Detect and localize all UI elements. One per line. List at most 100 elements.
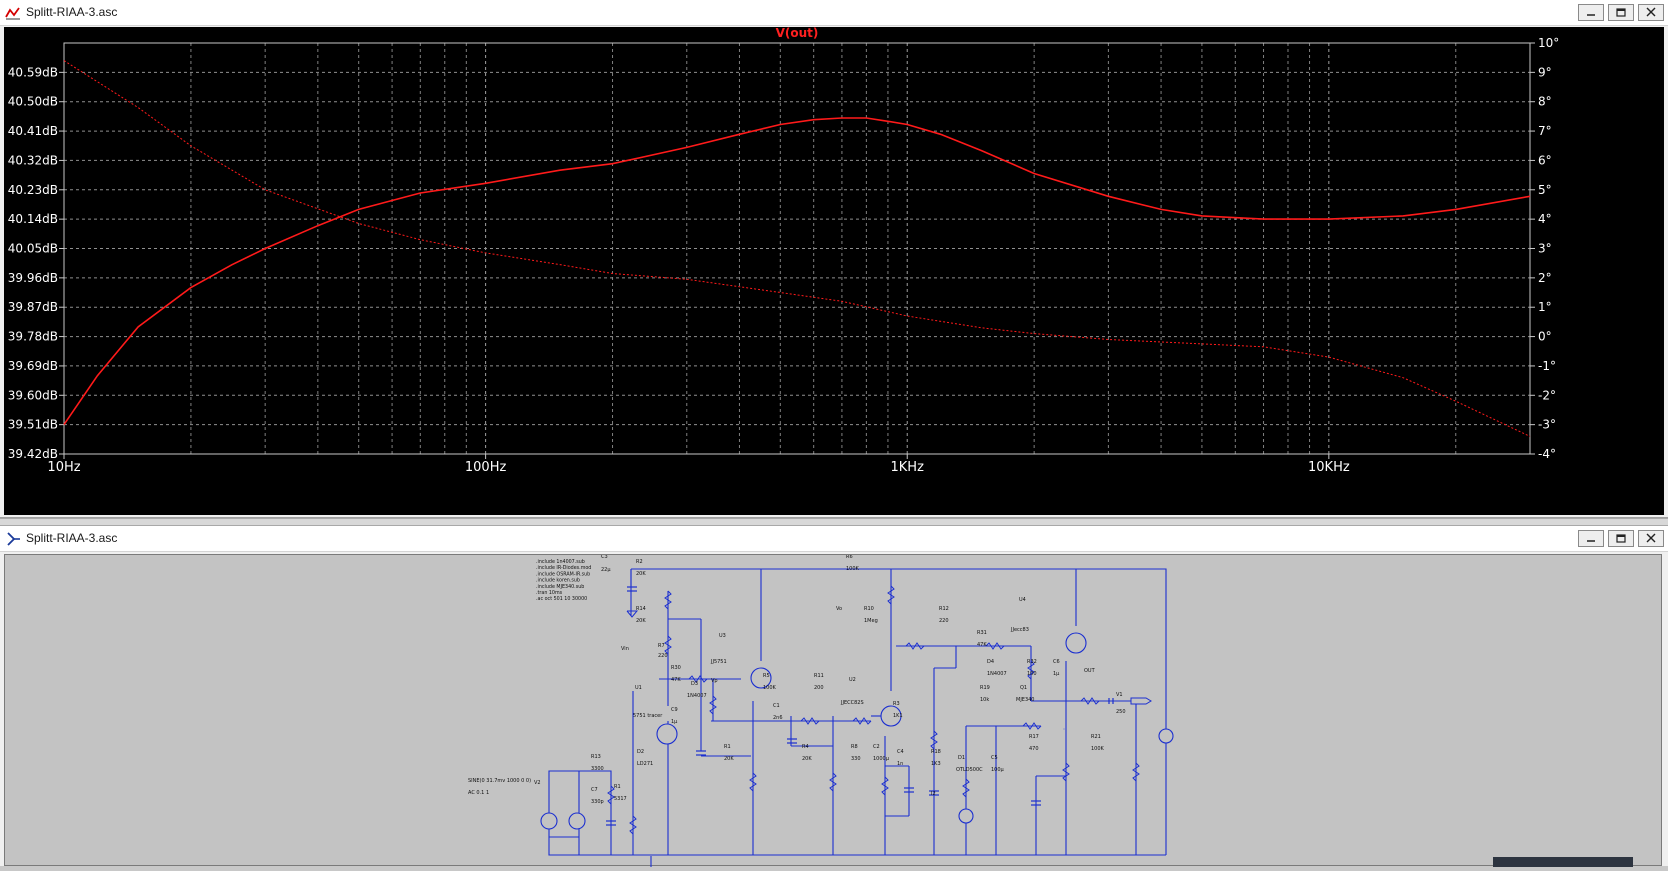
- circuit-schematic[interactable]: R2220KC322µR220KR6100KR1420KVoR101MegR12…: [5, 555, 1663, 867]
- y-tick-label: 40.50dB: [8, 95, 58, 109]
- component-label: 20K: [724, 756, 734, 762]
- y2-tick-label: 2°: [1538, 271, 1552, 285]
- component-label: C5: [991, 755, 998, 761]
- y2-tick-label: -3°: [1538, 418, 1556, 432]
- spice-directives: .include 1n4007.sub.include IR-Diodes.mo…: [536, 559, 591, 602]
- schematic-window-titlebar[interactable]: Splitt-RIAA-3.asc: [0, 526, 1668, 552]
- close-button[interactable]: [1638, 4, 1664, 21]
- component-label: 1Meg: [864, 618, 878, 624]
- component-label: R3: [893, 701, 900, 707]
- schematic-window[interactable]: Splitt-RIAA-3.asc: [0, 526, 1668, 866]
- component-label: 330p: [591, 799, 604, 805]
- component-label: OTLD500C: [956, 767, 983, 773]
- component-label: R14: [636, 606, 646, 612]
- y-tick-label: 40.59dB: [8, 65, 58, 79]
- component-label: 100µ: [991, 767, 1005, 773]
- component-label: 200: [814, 685, 824, 691]
- component-labels: R2220KC322µR220KR6100KR1420KVoR101MegR12…: [468, 555, 1126, 805]
- component-label: C7: [591, 787, 598, 793]
- component-label: D3: [691, 681, 698, 687]
- component-label: U4: [1019, 597, 1026, 603]
- component-label: R1: [724, 744, 731, 750]
- component-label: 1K3: [931, 761, 941, 767]
- component-label: 250: [1116, 709, 1126, 715]
- plot-window-title: Splitt-RIAA-3.asc: [26, 5, 117, 19]
- y2-tick-label: 0°: [1538, 330, 1552, 344]
- y2-tick-label: 9°: [1538, 65, 1552, 79]
- x-tick-label: 1KHz: [891, 460, 925, 475]
- component-label: R6: [846, 555, 853, 560]
- y2-tick-label: -2°: [1538, 388, 1556, 402]
- component-label: R1: [614, 784, 621, 790]
- waveform-app-icon: [5, 5, 21, 21]
- component-label: R7: [658, 643, 665, 649]
- schematic-restore-button[interactable]: [1608, 530, 1634, 547]
- y2-tick-label: 5°: [1538, 183, 1552, 197]
- component-label: 1N4007: [987, 671, 1007, 677]
- close-icon: [1639, 531, 1663, 546]
- component-label: AC 0.1 1: [468, 790, 489, 796]
- plot-window-titlebar[interactable]: Splitt-RIAA-3.asc: [0, 0, 1668, 26]
- component-label: R32: [1027, 659, 1037, 665]
- spice-directive: .tran 10ms: [536, 590, 563, 596]
- component-label: C2: [873, 744, 880, 750]
- component-label: 100K: [846, 566, 860, 572]
- schematic-window-title: Splitt-RIAA-3.asc: [26, 531, 117, 545]
- y-tick-label: 39.60dB: [8, 388, 58, 402]
- component-label: V1: [1116, 692, 1123, 698]
- component-label: 1N4007: [687, 693, 707, 699]
- component-label: 1µ: [671, 719, 678, 725]
- component-label: 470: [1029, 746, 1039, 752]
- component-label: Vo: [836, 606, 842, 612]
- bode-plot-chart[interactable]: 39.42dB39.51dB39.60dB39.69dB39.78dB39.87…: [4, 27, 1664, 515]
- component-label: Q1: [1020, 685, 1027, 691]
- component-label: D1: [958, 755, 965, 761]
- minimize-icon: [1579, 531, 1603, 546]
- restore-button[interactable]: [1608, 4, 1634, 21]
- y-tick-label: 39.96dB: [8, 271, 58, 285]
- component-label: 220: [658, 653, 668, 659]
- schematic-close-button[interactable]: [1638, 530, 1664, 547]
- y-tick-label: 40.41dB: [8, 124, 58, 138]
- component-label: R31: [977, 630, 987, 636]
- circuit-components: [541, 633, 1173, 829]
- schematic-minimize-button[interactable]: [1578, 530, 1604, 547]
- component-label: 1000µ: [873, 756, 890, 762]
- component-label: 100: [1027, 671, 1037, 677]
- component-label: C3: [601, 555, 608, 560]
- y2-tick-label: -1°: [1538, 359, 1556, 373]
- out-port: [1131, 698, 1151, 704]
- schematic-app-icon: [5, 531, 21, 547]
- component-label: 22µ: [601, 567, 611, 573]
- component-label: R5: [763, 673, 770, 679]
- component-label: C9: [671, 707, 678, 713]
- schematic-canvas[interactable]: R2220KC322µR220KR6100KR1420KVoR101MegR12…: [4, 554, 1662, 866]
- plot-window[interactable]: Splitt-RIAA-3.asc 39.42dB 39.51dB 39.60dB 3…: [0, 0, 1668, 518]
- component-label: R12: [939, 606, 949, 612]
- component-label: SINE(0 31.7mv 1000 0 0): [468, 778, 531, 784]
- y2-tick-label: 4°: [1538, 212, 1552, 226]
- restore-icon: [1609, 5, 1633, 20]
- y2-tick-label: 7°: [1538, 124, 1552, 138]
- spice-directive: .include MJE340.sub: [536, 584, 584, 590]
- y-tick-label: 39.42dB: [8, 447, 58, 461]
- y-tick-label: 40.14dB: [8, 212, 58, 226]
- component-label: Vp: [711, 678, 718, 684]
- minimize-button[interactable]: [1578, 4, 1604, 21]
- component-label: JJECC82S: [840, 700, 864, 706]
- component-label: LD271: [637, 761, 653, 767]
- magnitude-trace: [64, 118, 1530, 425]
- component-label: 1K1: [893, 713, 903, 719]
- component-label: 10k: [980, 697, 989, 703]
- y-tick-label: 39.69dB: [8, 359, 58, 373]
- component-label: 20K: [802, 756, 812, 762]
- component-label: 330: [851, 756, 861, 762]
- component-label: R13: [591, 754, 601, 760]
- component-label: R2: [636, 559, 643, 565]
- y-tick-label: 39.51dB: [8, 418, 58, 432]
- component-label: 47K: [671, 677, 681, 683]
- y-tick-label: 40.05dB: [8, 242, 58, 256]
- spice-directive: .include IR-Diodes.mod: [536, 565, 591, 571]
- window-splitter[interactable]: [0, 518, 1668, 526]
